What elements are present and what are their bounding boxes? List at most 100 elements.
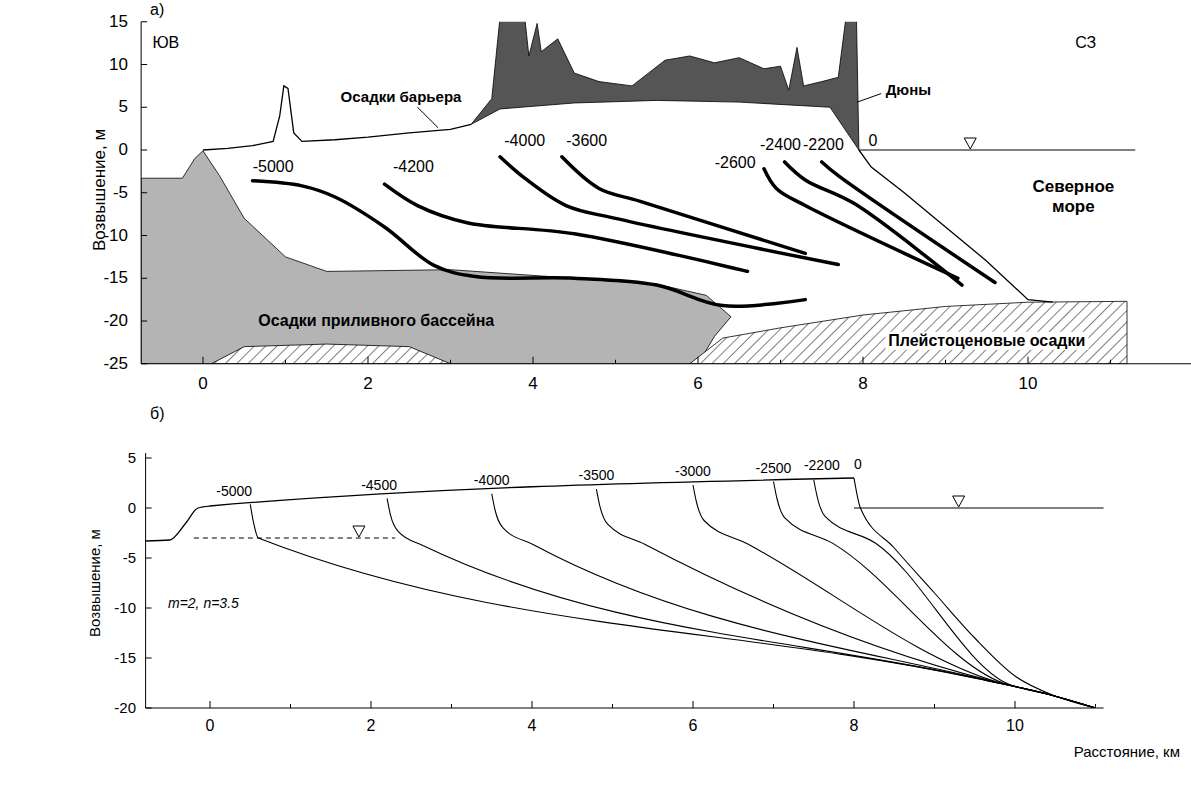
axis-line <box>146 453 1104 708</box>
isochrone-age: 0 <box>854 456 862 472</box>
isochrone-age: -4200 <box>393 158 434 176</box>
tick-label: 6 <box>693 374 702 394</box>
tick-mark <box>210 701 211 708</box>
isochrone-line <box>814 480 1096 708</box>
sea-level <box>859 150 1135 151</box>
tick-label: 0 <box>128 499 136 516</box>
tick-mark <box>141 321 147 322</box>
tick-mark <box>1028 357 1029 364</box>
tick-label: -10 <box>103 226 128 246</box>
tick-mark <box>203 357 204 364</box>
tick-mark <box>290 704 291 708</box>
tick-label: 2 <box>363 374 372 394</box>
tick-label: 10 <box>109 55 128 75</box>
tick-mark <box>146 708 152 709</box>
tick-mark <box>146 508 152 509</box>
axis-title: Возвышение, м <box>86 529 103 637</box>
tick-label: 10 <box>1006 717 1024 735</box>
tick-mark <box>141 21 147 22</box>
axes-b <box>146 453 1104 708</box>
tick-label: -15 <box>114 649 136 666</box>
isochrone-age: -4000 <box>504 132 545 150</box>
tick-label: -5 <box>113 183 128 203</box>
tick-mark <box>693 701 694 708</box>
axes-a <box>141 22 1191 364</box>
isochrone-line <box>822 162 995 283</box>
tick-mark <box>698 357 699 364</box>
tick-mark <box>1095 704 1096 708</box>
panel-b <box>146 478 1104 708</box>
tick-mark <box>533 357 534 364</box>
tick-label: 5 <box>119 97 128 117</box>
direction-label: ЮВ <box>152 34 179 52</box>
axis-title: Расстояние, км <box>1074 743 1180 760</box>
leader-line <box>857 94 881 103</box>
tick-label: 0 <box>206 717 215 735</box>
ground-surface <box>203 86 471 150</box>
tick-mark <box>934 704 935 708</box>
tick-mark <box>854 701 855 708</box>
isochrone-line <box>250 504 1095 708</box>
tick-mark <box>141 235 147 236</box>
isochrone-line <box>562 157 805 254</box>
shoreline-isochrone <box>854 478 1096 708</box>
tick-mark <box>141 107 147 108</box>
tick-mark <box>612 704 613 708</box>
isochrone-line <box>693 485 1096 708</box>
isochrone-age: -2400 <box>760 136 801 154</box>
direction-label: СЗ <box>1075 34 1096 52</box>
tick-label: 0 <box>198 374 207 394</box>
isochrone-line <box>253 181 806 306</box>
tick-label: 15 <box>109 12 128 32</box>
isochrone-line <box>774 482 1096 709</box>
tick-mark <box>1110 360 1111 364</box>
unit-label: Осадки приливного бассейна <box>258 312 494 330</box>
isochrone-age: -2500 <box>756 459 792 475</box>
isochrone-line <box>764 169 958 278</box>
isochrone-line <box>385 184 748 271</box>
tick-mark <box>146 458 152 459</box>
tick-mark <box>141 363 147 364</box>
tick-label: 10 <box>1019 374 1038 394</box>
tick-mark <box>1015 701 1016 708</box>
water-level-symbol <box>964 138 976 149</box>
water-level-symbol <box>953 496 965 507</box>
water-level-line <box>194 538 395 539</box>
tick-mark <box>615 360 616 364</box>
tick-mark <box>141 278 147 279</box>
parameter-note: m=2, n=3.5 <box>168 595 239 611</box>
tick-mark <box>945 360 946 364</box>
sea-level <box>854 508 1104 509</box>
isochrone-line <box>785 162 962 285</box>
tick-mark <box>773 704 774 708</box>
unit-label: Дюны <box>886 82 931 99</box>
tick-mark <box>780 360 781 364</box>
tick-mark <box>285 360 286 364</box>
dunes <box>471 22 859 150</box>
tick-mark <box>863 357 864 364</box>
isochrone-age: -4000 <box>474 472 510 488</box>
tick-mark <box>141 150 147 151</box>
axis-line <box>141 22 1191 364</box>
tick-label: 8 <box>858 374 867 394</box>
tick-label: 4 <box>528 717 537 735</box>
isochrone-age: -3000 <box>675 463 711 479</box>
isochrone-age: 0 <box>868 131 877 149</box>
tick-label: -20 <box>103 311 128 331</box>
pleistocene-sediment <box>211 344 450 364</box>
isochrone-age: -5000 <box>216 483 252 499</box>
isochrone-age: -3600 <box>566 132 607 150</box>
tick-mark <box>451 704 452 708</box>
isochrone-age: -3500 <box>578 467 614 483</box>
tick-label: -10 <box>114 599 136 616</box>
isochrone-age: -2200 <box>803 136 844 154</box>
tick-label: 5 <box>128 449 136 466</box>
tick-mark <box>371 701 372 708</box>
panel-letter: а) <box>150 1 164 19</box>
tick-label: 8 <box>850 717 859 735</box>
tick-mark <box>532 701 533 708</box>
pleistocene-sediment <box>690 301 1127 363</box>
isochrone-age: -2200 <box>804 457 840 473</box>
tick-mark <box>450 360 451 364</box>
tick-label: -25 <box>103 354 128 374</box>
